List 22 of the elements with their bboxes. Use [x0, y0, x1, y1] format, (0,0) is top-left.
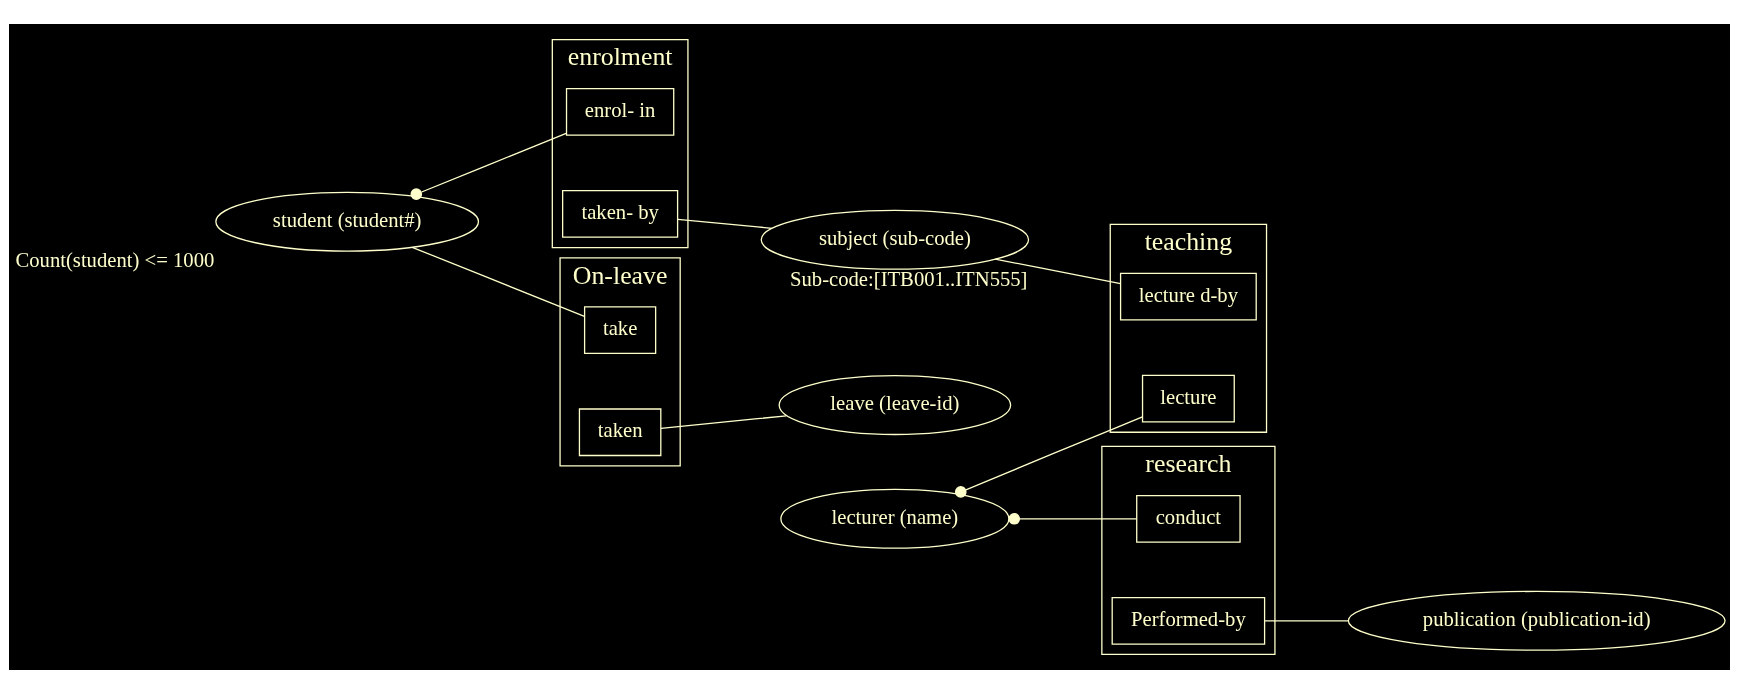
- node-ellipse: leave (leave-id): [778, 375, 1011, 436]
- node-box: Performed-by: [1111, 596, 1265, 645]
- connector: [411, 246, 585, 318]
- node-ellipse: subject (sub-code): [760, 209, 1029, 270]
- node-box: taken: [578, 408, 661, 457]
- node-label: Sub-code:[ITB001..ITN555]: [789, 267, 1028, 290]
- node-box: lecture: [1141, 374, 1235, 423]
- connector: [676, 218, 773, 229]
- node-box: enrol- in: [565, 88, 674, 136]
- node-ellipse: publication (publication-id): [1347, 590, 1726, 651]
- connector: [410, 132, 567, 200]
- connector: [659, 415, 787, 429]
- connector: [1007, 512, 1137, 525]
- node-box: take: [583, 306, 656, 355]
- node-label: Count(student) <= 1000: [14, 249, 214, 272]
- connector: [993, 258, 1121, 285]
- connector: [1263, 620, 1349, 622]
- node-box: conduct: [1135, 494, 1241, 543]
- connector: [954, 416, 1143, 498]
- node-ellipse: student (student#): [214, 191, 479, 252]
- node-box: taken- by: [561, 190, 678, 238]
- node-box: lecture d-by: [1119, 272, 1257, 321]
